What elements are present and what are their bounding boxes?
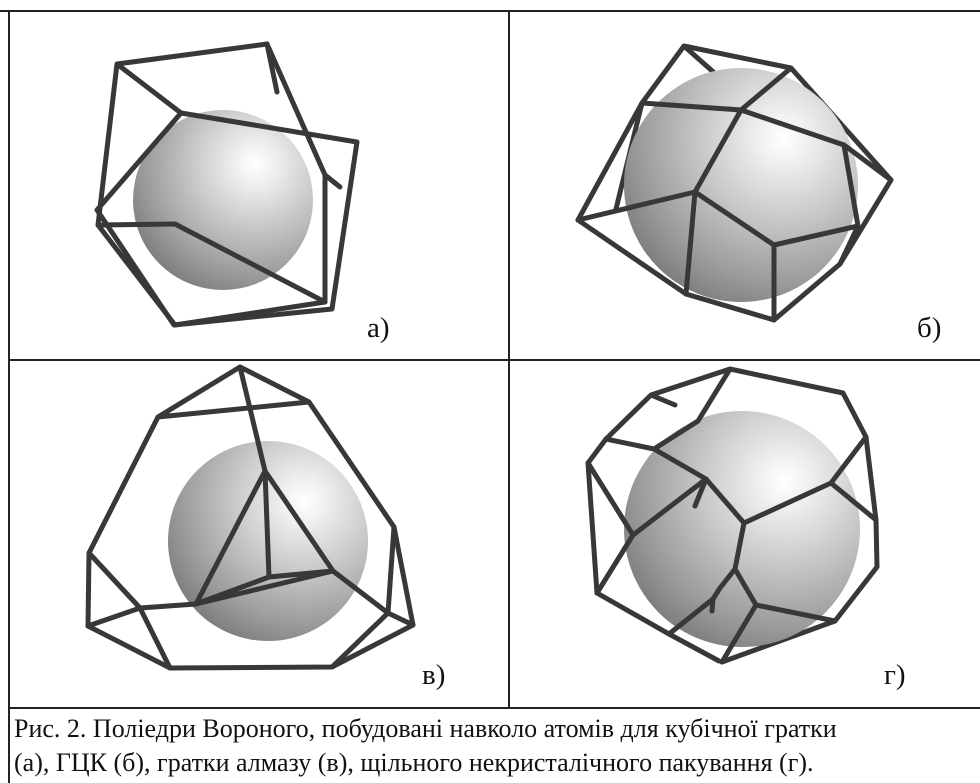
fcc-polyhedron-illustration: [575, 43, 894, 323]
cube-polyhedron-illustration: [94, 41, 360, 328]
table-caption-divider: [8, 707, 980, 709]
sphere: [133, 110, 313, 290]
sphere: [624, 68, 858, 302]
panel-label-d: г): [884, 659, 906, 691]
table-middle-horizontal: [8, 359, 980, 361]
panel-fcc: б): [510, 12, 980, 359]
table-left-border: [8, 10, 10, 783]
panel-noncrystalline: г): [510, 361, 980, 707]
panel-cube: а): [10, 12, 508, 359]
panel-diamond: в): [10, 361, 508, 707]
diamond-polyhedron-illustration: [85, 364, 416, 671]
caption-line-2: (а), ГЦК (б), гратки алмазу (в), щільног…: [14, 748, 814, 777]
table-top-border: [0, 10, 980, 12]
panel-label-c: в): [422, 659, 446, 691]
panel-label-b: б): [917, 312, 942, 344]
figure-caption: Рис. 2. Поліедри Вороного, побудовані на…: [14, 712, 980, 780]
panel-label-a: а): [367, 312, 390, 344]
caption-line-1: Рис. 2. Поліедри Вороного, побудовані на…: [14, 714, 837, 743]
noncrystalline-polyhedron-illustration: [585, 366, 880, 665]
